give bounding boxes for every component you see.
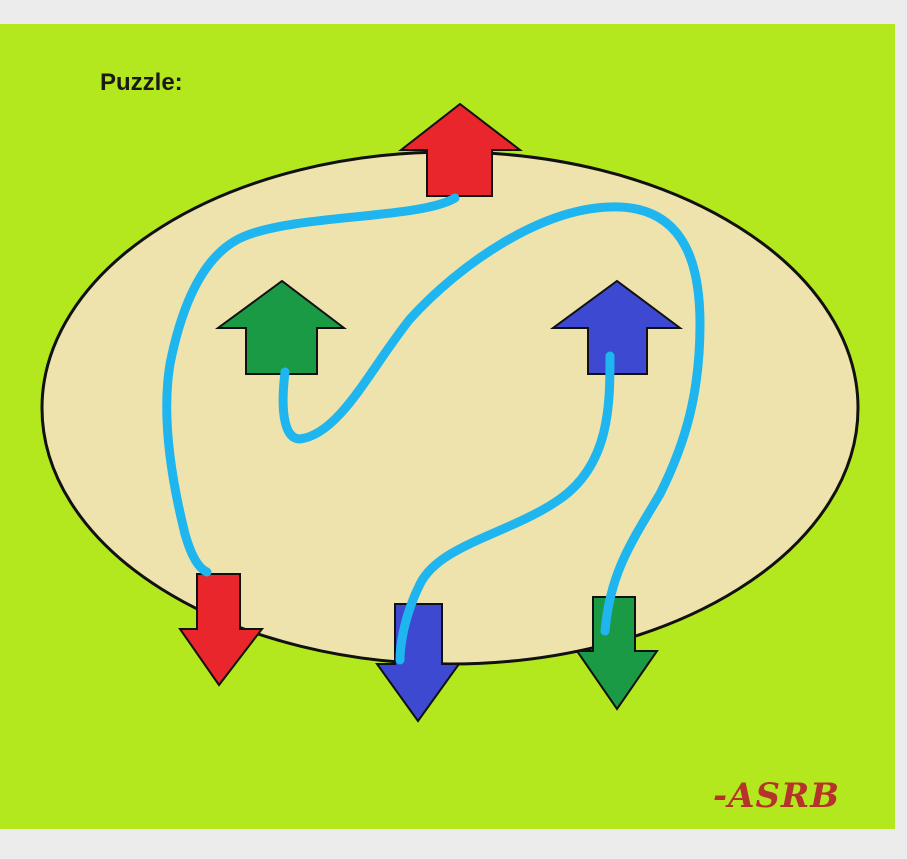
green-down-arrow	[575, 596, 659, 711]
puzzle-title: Puzzle:	[100, 69, 183, 96]
blue-down-arrow	[375, 603, 461, 723]
green-up-arrow	[214, 279, 347, 375]
author-signature: -ASRB	[713, 776, 841, 816]
blue-up-arrow	[549, 279, 684, 375]
red-connection-path	[162, 193, 460, 577]
puzzle-diagram	[40, 102, 860, 723]
red-up-arrow	[398, 102, 523, 197]
green-connection-path	[278, 202, 705, 636]
blue-connection-path	[395, 351, 615, 665]
puzzle-canvas: Puzzle: -ASRB	[0, 24, 895, 829]
red-down-arrow	[178, 573, 265, 687]
